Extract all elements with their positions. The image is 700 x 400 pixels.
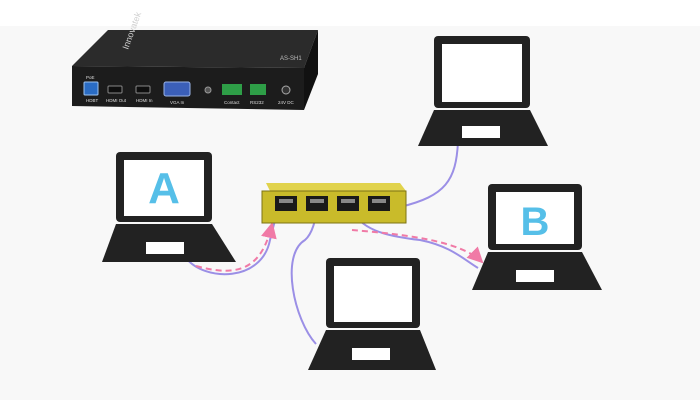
hdmi-in-port	[135, 85, 151, 94]
dc-power-jack	[281, 85, 291, 95]
port-label: HDBT	[86, 98, 99, 103]
poe-hdbt-port	[83, 81, 99, 96]
switch-port	[368, 196, 390, 211]
flow-arrow-to-switch	[195, 222, 277, 272]
ethernet-switch	[261, 183, 407, 224]
data-flow	[195, 222, 484, 272]
port-label: Contact	[224, 100, 240, 105]
port-label: HDMI Out	[106, 98, 127, 103]
port-label: 24V DC	[278, 100, 295, 105]
port-label: VGA In	[170, 100, 185, 105]
top-band	[0, 0, 700, 26]
device-model: AS-SH1	[280, 56, 302, 62]
port-label: RS232	[250, 100, 264, 105]
flow-arrow-to-laptop-b	[351, 229, 484, 264]
cable-laptop-bottom	[290, 204, 319, 345]
laptop-bottom	[308, 258, 436, 370]
laptop-b: B	[472, 184, 602, 290]
switch-port	[275, 196, 297, 211]
port-label: HDMI In	[136, 98, 153, 103]
contact-terminal	[222, 84, 242, 95]
cable-laptop-top-right	[399, 141, 459, 208]
laptop-a: A	[102, 152, 236, 262]
switch-port	[306, 196, 328, 211]
audio-jack	[204, 86, 212, 94]
laptop-b-label: B	[521, 200, 550, 244]
hdbaset-device: Innovatek AS-SH1 PoE HDBT HDMI Out HDMI …	[72, 10, 318, 110]
laptop-top-right	[418, 36, 548, 146]
switch-port	[337, 196, 359, 211]
vga-in-port	[163, 81, 191, 97]
rs232-terminal	[250, 84, 266, 95]
laptop-a-label: A	[148, 164, 180, 213]
port-label: PoE	[86, 75, 95, 80]
hdmi-out-port	[107, 85, 123, 94]
